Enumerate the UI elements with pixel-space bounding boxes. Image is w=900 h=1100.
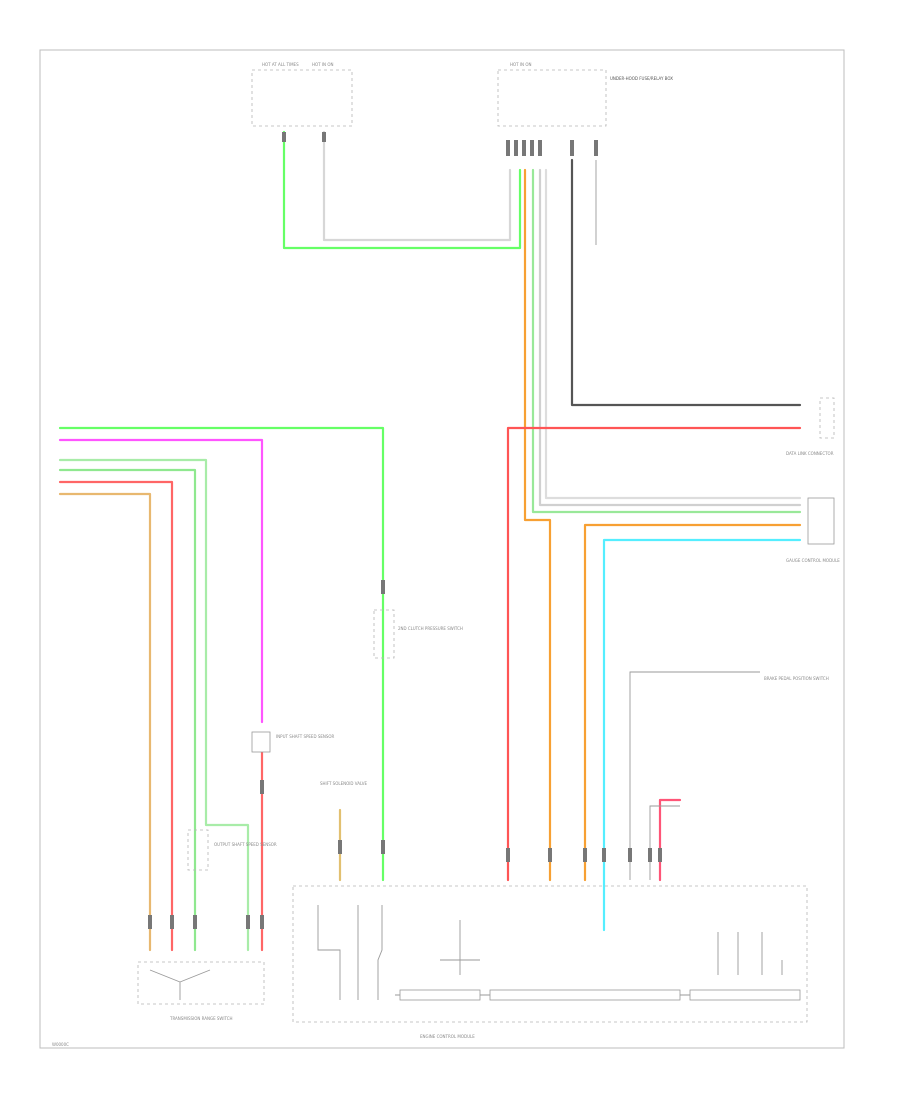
svg-text:INPUT SHAFT SPEED SENSOR: INPUT SHAFT SPEED SENSOR — [276, 734, 335, 739]
wire-gray-vertical-2 — [544, 168, 802, 500]
fuse-label-mid: HOT IN ON — [312, 62, 333, 67]
wire-orange-vertical — [523, 168, 552, 882]
svg-text:OUTPUT SHAFT SPEED SENSOR: OUTPUT SHAFT SPEED SENSOR — [214, 842, 277, 847]
gauge-control-module: GAUGE CONTROL MODULE — [786, 497, 840, 563]
brake-switch: BRAKE PEDAL POSITION SWITCH — [764, 676, 829, 681]
wire-cyan-right — [602, 538, 802, 932]
wire-green-left — [58, 468, 197, 952]
diagram-frame — [39, 49, 845, 1049]
speed-sensor-1: INPUT SHAFT SPEED SENSOR — [251, 731, 335, 753]
wire-dark-right — [570, 158, 802, 407]
wire-gray-pressure — [649, 805, 680, 880]
wire-gray-top-loop — [322, 130, 512, 242]
fuse-box-label: UNDER-HOOD FUSE/RELAY BOX — [610, 76, 673, 81]
data-link-connector: DATA LINK CONNECTOR — [786, 397, 835, 456]
trans-range-switch: TRANSMISSION RANGE SWITCH — [137, 961, 265, 1021]
wire-pink — [58, 438, 264, 724]
fuse-label-right: HOT IN ON — [510, 62, 531, 67]
svg-text:BRAKE PEDAL POSITION SWITCH: BRAKE PEDAL POSITION SWITCH — [764, 676, 829, 681]
page-code: W0000C — [52, 1042, 69, 1047]
wire-green-top-loop — [282, 130, 522, 250]
connector-markers — [148, 132, 662, 929]
wire-ltgreen-left — [58, 458, 250, 952]
svg-text:GAUGE CONTROL MODULE: GAUGE CONTROL MODULE — [786, 558, 840, 563]
svg-text:SHIFT SOLENOID VALVE: SHIFT SOLENOID VALVE — [320, 781, 368, 786]
wire-red-left — [58, 480, 174, 952]
speed-sensor-2: OUTPUT SHAFT SPEED SENSOR — [187, 829, 277, 871]
wire-tan-left — [58, 492, 152, 952]
svg-text:ENGINE CONTROL MODULE: ENGINE CONTROL MODULE — [420, 1034, 475, 1039]
ecm-block: ENGINE CONTROL MODULE — [292, 885, 808, 1039]
svg-text:DATA LINK CONNECTOR: DATA LINK CONNECTOR — [786, 451, 834, 456]
wire-green-long — [58, 426, 385, 882]
wire-gray-brake — [629, 671, 760, 880]
fuse-label-left: HOT AT ALL TIMES — [262, 62, 299, 67]
shift-solenoid: SHIFT SOLENOID VALVE — [320, 781, 368, 786]
svg-text:TRANSMISSION RANGE SWITCH: TRANSMISSION RANGE SWITCH — [169, 1016, 233, 1021]
wire-red-pressure — [658, 798, 682, 882]
wire-orange-right — [583, 523, 802, 882]
svg-text:2ND CLUTCH PRESSURE SWITCH: 2ND CLUTCH PRESSURE SWITCH — [398, 626, 463, 631]
fuse-block-top: HOT AT ALL TIMES HOT IN ON HOT IN ON UND… — [251, 62, 673, 127]
pressure-switch-left: 2ND CLUTCH PRESSURE SWITCH — [373, 609, 463, 659]
wire-gray-vertical-1 — [538, 168, 802, 507]
wire-red-right — [506, 426, 802, 882]
wire-ltgreen-vertical — [531, 168, 802, 514]
